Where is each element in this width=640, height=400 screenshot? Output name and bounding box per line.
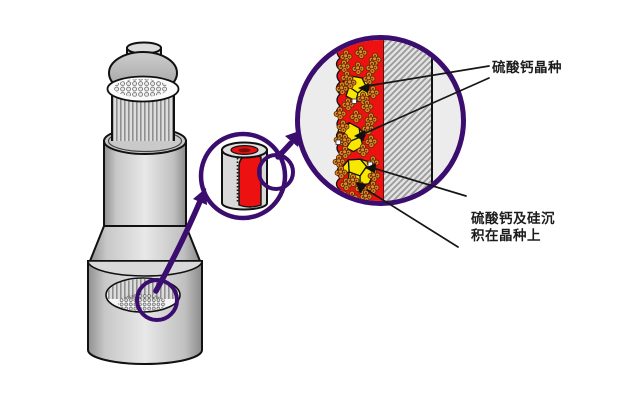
highlight-circle-small: [135, 278, 179, 322]
base-top-face: [87, 260, 203, 277]
pointer-arrowheads: [354, 83, 376, 194]
leader-lines: [362, 65, 490, 248]
label-deposit-line1: 硫酸钙及硅沉: [471, 211, 555, 227]
fiber-bundle: [106, 75, 180, 141]
leader-line-seed-2: [362, 77, 490, 135]
single-fiber-callout: [198, 130, 302, 221]
leader-line-seed-1: [366, 65, 490, 87]
white-particles: [335, 98, 373, 167]
leader-line-deposit-2: [366, 189, 459, 248]
label-deposit: 硫酸钙及硅沉 积在晶种上: [471, 211, 555, 245]
leader-line-deposit-1: [372, 167, 467, 197]
zoom-circle-mini: [257, 153, 295, 191]
fiber-lumen-red: [238, 154, 262, 208]
fiber-callout-circle: [198, 131, 288, 221]
magnified-view: [295, 35, 466, 206]
single-fiber-tube: [221, 141, 268, 211]
bundle-fiber-ends: [114, 79, 168, 97]
membrane-module: [87, 41, 207, 365]
label-seed-crystal: 硫酸钙晶种: [492, 60, 562, 76]
label-deposit-line2: 积在晶种上: [471, 228, 541, 244]
